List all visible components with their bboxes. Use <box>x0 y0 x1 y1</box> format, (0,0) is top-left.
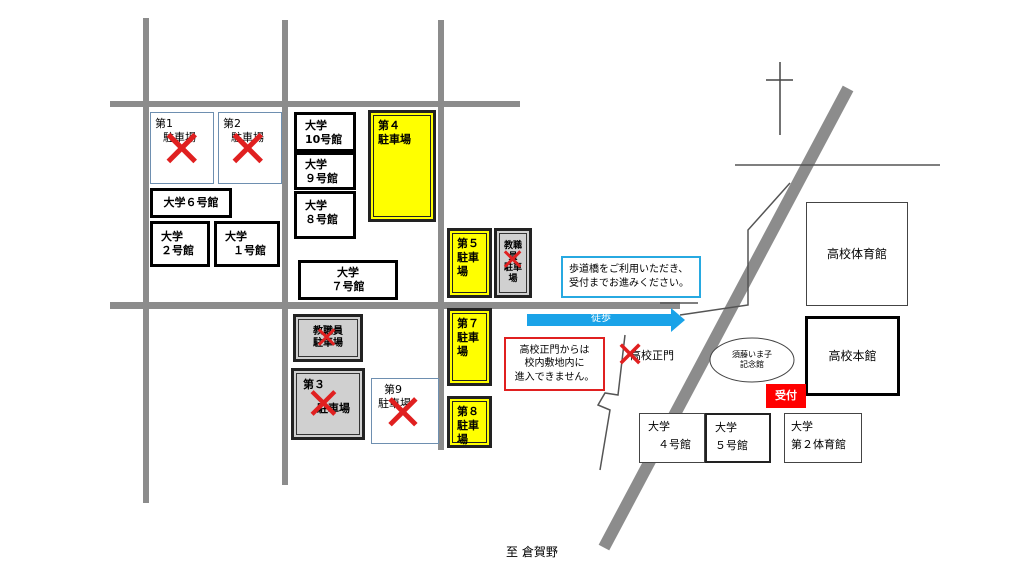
building-dai5-l2: ５号館 <box>715 438 748 452</box>
building-dai4-l2: ４号館 <box>658 437 691 451</box>
parking-staff-south: 教職員 駐車場 <box>293 314 363 362</box>
building-dai7-l1: 大学 <box>337 266 359 280</box>
parking-5-sub: 駐車場 <box>457 250 479 278</box>
building-dai2-l2: ２号館 <box>161 243 194 257</box>
building-dai9-l2: ９号館 <box>305 171 338 185</box>
road-vertical-center <box>282 20 288 485</box>
parking-3-label: 第３ <box>303 378 325 391</box>
parking-5: 第５ 駐車場 <box>447 228 492 298</box>
building-dai10-l2: 10号館 <box>305 132 343 146</box>
walkway-note: 歩道橋をご利用いただき、 受付までお進みください。 <box>561 256 701 298</box>
building-dai5: 大学 ５号館 <box>705 413 771 463</box>
parking-3: 第３ 駐車場 <box>291 368 365 440</box>
parking-staff-north: 教職員 駐車場 <box>494 228 532 298</box>
parking-staff-south-l2: 駐車場 <box>313 338 343 349</box>
building-dai10-l1: 大学 <box>305 119 327 132</box>
building-dai4-l1: 大学 <box>648 420 670 433</box>
walkway-note-l1: 歩道橋をご利用いただき、 <box>569 264 689 275</box>
gate-note-l3: 進入できません。 <box>514 371 595 383</box>
parking-2-label: 第2 <box>223 117 241 130</box>
building-dai6-label: 大学６号館 <box>163 196 219 210</box>
parking-1-label: 第1 <box>155 117 173 130</box>
building-dai5-l1: 大学 <box>715 421 737 434</box>
reception-badge: 受付 <box>766 384 806 408</box>
parking-7-sub: 駐車場 <box>457 330 479 358</box>
parking-4-sub: 駐車場 <box>378 132 411 146</box>
reception-label: 受付 <box>775 389 797 403</box>
building-dai1-l1: 大学 <box>225 230 247 243</box>
parking-7-label: 第７ <box>457 317 479 330</box>
parking-staff-north-l2: 駐車場 <box>503 263 522 285</box>
parking-4: 第４ 駐車場 <box>368 110 436 222</box>
road-vertical-east <box>438 20 444 450</box>
parking-5-label: 第５ <box>457 237 479 250</box>
parking-1: 第1 駐車場 <box>150 112 214 184</box>
parking-2: 第2 駐車場 <box>218 112 282 184</box>
building-gym2: 大学 第２体育館 <box>784 413 862 463</box>
parking-7: 第７ 駐車場 <box>447 308 492 386</box>
building-dai9-l1: 大学 <box>305 158 327 171</box>
road-horizontal-north <box>110 101 520 107</box>
parking-4-label: 第４ <box>378 119 400 132</box>
walking-arrow-icon <box>527 308 685 332</box>
building-dai2-l1: 大学 <box>161 230 183 243</box>
building-dai8-l2: ８号館 <box>305 212 338 226</box>
building-memorial-l2: 記念館 <box>740 360 764 369</box>
road-vertical-west <box>143 18 149 503</box>
parking-1-sub: 駐車場 <box>163 130 196 144</box>
building-memorial: 須藤いま子 記念館 <box>715 340 789 380</box>
walking-arrow-label: 徒歩 <box>591 313 611 324</box>
building-dai8: 大学 ８号館 <box>294 191 356 239</box>
parking-9-sub: 駐車場 <box>378 396 411 410</box>
building-dai1: 大学 １号館 <box>214 221 280 267</box>
building-dai4: 大学 ４号館 <box>639 413 705 463</box>
road-horizontal-main <box>110 302 680 309</box>
parking-8-sub: 駐車場 <box>457 418 479 446</box>
parking-2-sub: 駐車場 <box>231 130 264 144</box>
building-hs-main-label: 高校本館 <box>828 348 877 363</box>
building-dai9: 大学 ９号館 <box>294 152 356 190</box>
building-dai2: 大学 ２号館 <box>150 221 210 267</box>
building-hs-main: 高校本館 <box>805 316 900 396</box>
building-memorial-l1: 須藤いま子 <box>732 350 772 359</box>
parking-3-sub: 駐車場 <box>317 401 350 415</box>
gate-note: 高校正門からは 校内敷地内に 進入できません。 <box>504 337 605 391</box>
gate-note-l2: 校内敷地内に <box>524 358 585 370</box>
parking-8-label: 第８ <box>457 405 479 418</box>
parking-8: 第８ 駐車場 <box>447 396 492 448</box>
building-dai7: 大学 ７号館 <box>298 260 398 300</box>
building-dai7-l2: ７号館 <box>331 280 365 293</box>
building-gym2-l2: 第２体育館 <box>791 437 846 451</box>
building-dai6: 大学６号館 <box>150 188 232 218</box>
gate-label: 高校正門 <box>630 349 674 362</box>
parking-staff-south-l1: 教職員 <box>313 325 343 337</box>
building-dai1-l2: １号館 <box>233 243 266 257</box>
parking-9-label: 第9 <box>384 383 402 396</box>
walkway-note-l2: 受付までお進みください。 <box>569 277 689 289</box>
building-dai8-l1: 大学 <box>305 199 327 212</box>
parking-staff-north-l1: 教職員 <box>503 240 522 262</box>
building-hs-gym-label: 高校体育館 <box>826 246 887 261</box>
building-hs-gym: 高校体育館 <box>806 202 908 306</box>
building-dai10: 大学 10号館 <box>294 112 356 152</box>
parking-9: 第9 駐車場 <box>371 378 439 444</box>
gate-note-l1: 高校正門からは <box>519 344 590 356</box>
building-gym2-l1: 大学 <box>791 420 813 433</box>
destination-label: 至 倉賀野 <box>506 545 558 559</box>
